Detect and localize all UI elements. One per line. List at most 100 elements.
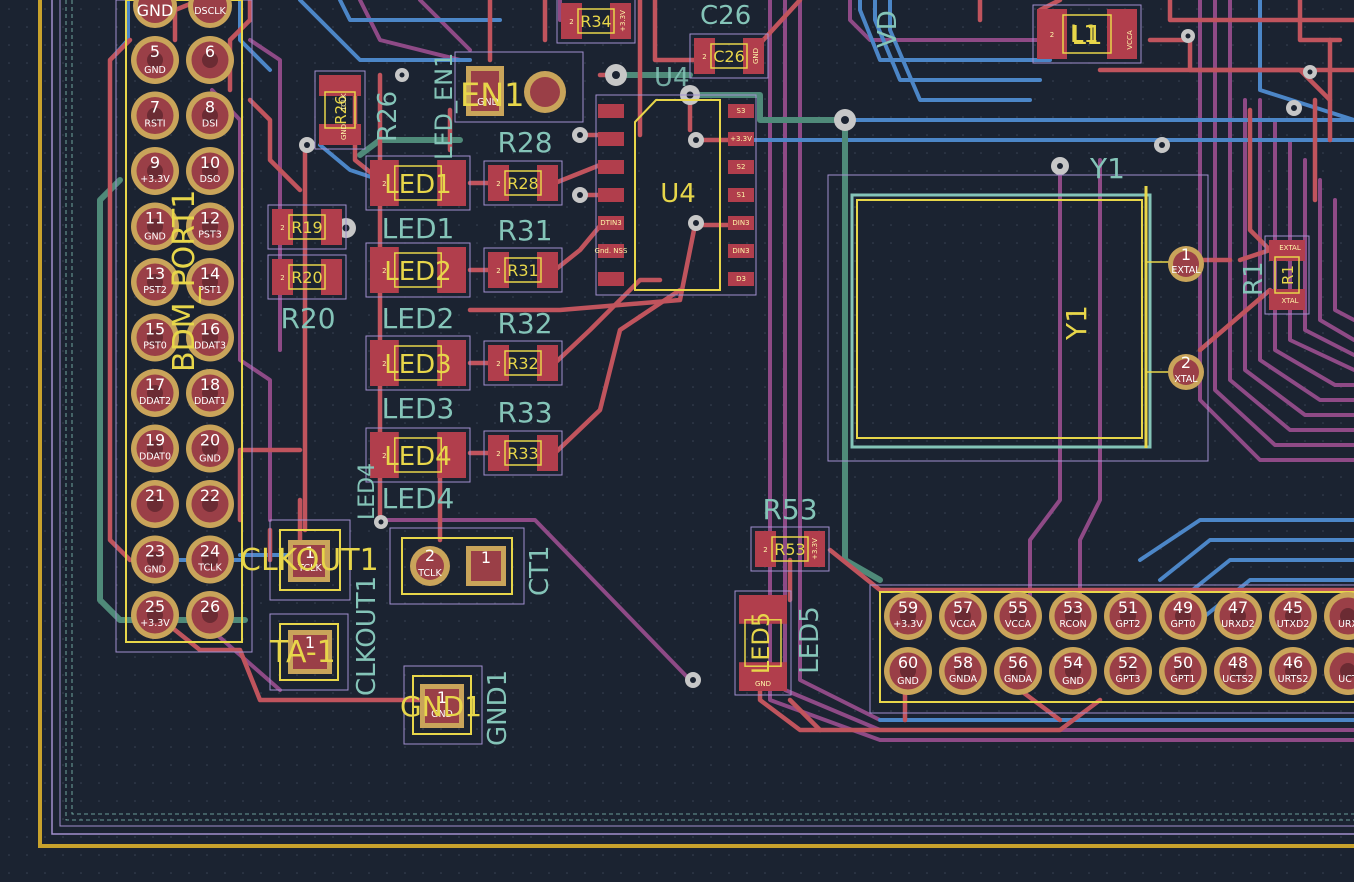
l1-partial-label: L1 <box>1070 20 1099 48</box>
bdm-pin-22[interactable]: 22 <box>186 480 234 528</box>
svg-text:S1: S1 <box>737 191 746 199</box>
bdm-pin-21[interactable]: 21 <box>131 480 179 528</box>
led2-fab-label: LED2 <box>382 302 455 335</box>
svg-text:GND: GND <box>755 680 771 688</box>
svg-text:S2: S2 <box>737 163 746 171</box>
y1-crystal[interactable]: Y1 Y1 1 EXTAL 2 XTAL <box>827 152 1209 462</box>
pin-number: 54 <box>1063 653 1083 672</box>
pin-net: GND <box>144 65 166 76</box>
r1-label: R1 <box>1279 265 1297 285</box>
svg-text:1: 1 <box>305 633 315 652</box>
pin-number: 18 <box>200 375 220 394</box>
en1-reference: EN1 <box>460 76 525 114</box>
pin-number: 19 <box>145 431 165 450</box>
ct1-reference: CT1 <box>525 545 555 596</box>
bdm-pin-26[interactable]: 26 <box>186 591 234 639</box>
y1-reference: Y1 <box>1089 152 1125 185</box>
pin-number: 48 <box>1228 653 1248 672</box>
bdm-pin-6[interactable]: 6 <box>186 36 234 84</box>
svg-text:1: 1 <box>305 543 315 562</box>
gnd1-fab-label: GND1 <box>483 670 513 746</box>
bdm-pin-25[interactable]: 25+3.3V <box>131 591 179 639</box>
pin-number: 20 <box>200 431 220 450</box>
bdm-pin-9[interactable]: 9+3.3V <box>131 147 179 195</box>
pin-net: DDAT2 <box>139 396 171 407</box>
bdm-pin-partial[interactable] <box>133 0 232 28</box>
pin-net: +3.3V <box>140 174 170 185</box>
r53-fab-label: R53 <box>762 493 817 526</box>
test-points: 1 TCLK CLKOUT1 CLKOUT1 2 TCLK 1 CT1 1 TA… <box>240 51 584 746</box>
r1-component[interactable]: R1 <box>1264 235 1310 315</box>
svg-text:1: 1 <box>437 688 447 707</box>
svg-text:2: 2 <box>496 450 500 458</box>
r26-component[interactable]: R26 <box>314 70 366 150</box>
led1-label: LED1 <box>384 170 451 200</box>
pin-net: GNDA <box>949 674 978 685</box>
pin-number: 8 <box>205 98 215 117</box>
svg-text:XTAL: XTAL <box>1281 297 1298 305</box>
svg-text:VCCA: VCCA <box>1126 30 1134 50</box>
pin-net: RSTI <box>144 119 165 130</box>
pin-net: GPT1 <box>1171 674 1196 685</box>
main-pin-59[interactable]: 59+3.3V <box>884 592 932 640</box>
main-pin-partial[interactable]: UCT <box>1324 647 1354 695</box>
main-pin-partial[interactable]: URX <box>1324 592 1354 640</box>
pin-number: 26 <box>200 597 220 616</box>
pin-net: GPT2 <box>1116 619 1141 630</box>
u4-fab-label: U4 <box>654 63 690 93</box>
pin-number: 49 <box>1173 598 1193 617</box>
pin-net: PST2 <box>143 285 167 296</box>
led5-component[interactable]: LED5 <box>734 590 792 696</box>
pin-number: 23 <box>145 542 165 561</box>
pin-number: 12 <box>200 209 220 228</box>
